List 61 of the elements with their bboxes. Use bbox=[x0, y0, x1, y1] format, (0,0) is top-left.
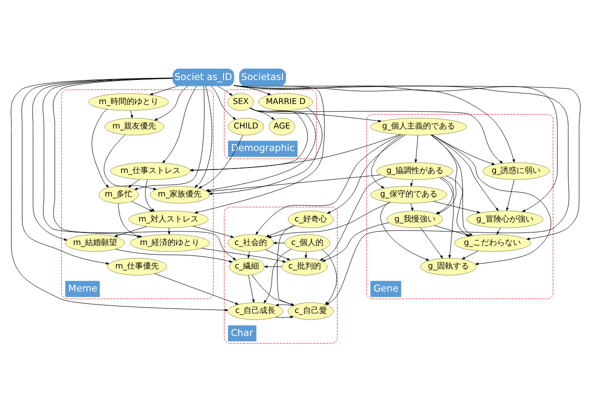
arrow bbox=[276, 224, 294, 306]
arrow bbox=[248, 275, 255, 303]
arrow bbox=[145, 179, 155, 212]
arrow bbox=[410, 203, 414, 212]
arrow bbox=[256, 134, 402, 235]
arrow bbox=[304, 251, 308, 258]
arrow bbox=[265, 249, 290, 260]
node-box: SocietasI bbox=[239, 68, 286, 86]
arrow bbox=[162, 86, 198, 164]
arrow bbox=[217, 86, 233, 96]
arrow bbox=[432, 134, 552, 266]
arrow bbox=[506, 180, 514, 211]
arrow bbox=[211, 86, 236, 120]
arrow bbox=[128, 179, 140, 188]
arrow bbox=[371, 134, 404, 188]
arrow bbox=[250, 108, 382, 122]
arrow bbox=[234, 85, 558, 212]
arrow bbox=[252, 274, 294, 306]
arrow bbox=[431, 134, 495, 165]
arrow bbox=[322, 222, 390, 262]
arrow bbox=[234, 85, 271, 96]
arrow bbox=[115, 248, 232, 263]
arrow bbox=[327, 134, 406, 214]
arrow bbox=[10, 78, 228, 312]
arrow bbox=[414, 135, 418, 163]
node-box: Societ as_ID bbox=[172, 68, 234, 86]
arrow bbox=[410, 179, 413, 186]
arrow bbox=[496, 228, 501, 235]
arrow bbox=[268, 202, 392, 238]
arrow bbox=[154, 86, 188, 121]
arrow bbox=[131, 201, 154, 212]
arrow bbox=[154, 273, 239, 305]
arrow bbox=[264, 265, 282, 268]
arrow bbox=[192, 226, 234, 238]
arrow bbox=[52, 78, 236, 260]
arrow bbox=[320, 176, 386, 261]
arrow bbox=[250, 108, 503, 164]
arrow bbox=[207, 174, 381, 193]
arrow bbox=[22, 78, 174, 265]
arrow bbox=[234, 85, 581, 240]
arrow bbox=[441, 177, 454, 258]
arrow bbox=[130, 110, 133, 118]
arrow bbox=[234, 85, 515, 163]
arrow bbox=[92, 108, 109, 188]
arrow bbox=[104, 134, 157, 190]
arrow bbox=[275, 304, 294, 306]
arrow bbox=[380, 202, 430, 261]
arrow bbox=[275, 316, 294, 318]
arrow bbox=[273, 242, 285, 244]
arrow bbox=[266, 225, 296, 237]
arrow bbox=[250, 108, 275, 120]
arrow bbox=[194, 85, 325, 214]
arrow bbox=[264, 248, 292, 304]
arrow bbox=[194, 86, 212, 188]
arrow bbox=[201, 248, 286, 263]
arrow bbox=[198, 134, 243, 188]
arrow bbox=[432, 134, 499, 212]
arrow bbox=[150, 86, 178, 96]
arrow bbox=[462, 250, 478, 260]
arrow bbox=[134, 86, 204, 190]
arrow bbox=[420, 227, 443, 259]
